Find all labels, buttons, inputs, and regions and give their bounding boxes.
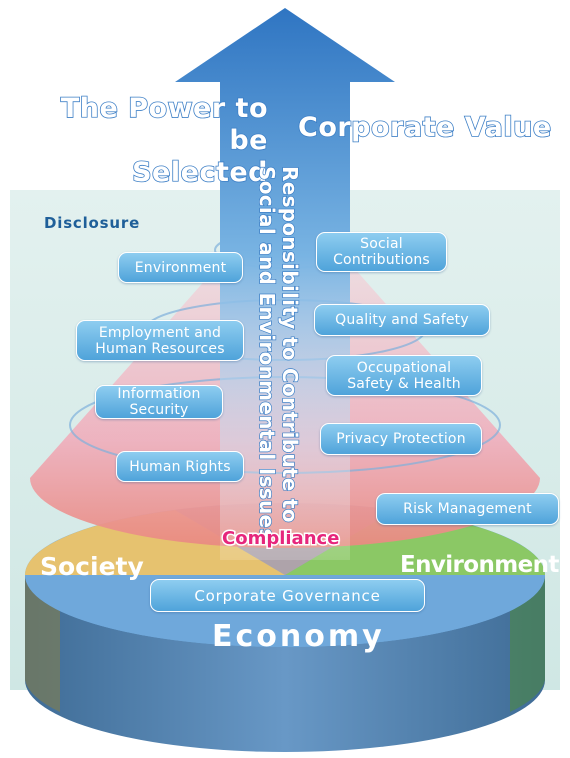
pill-privacy-protection: Privacy Protection [320, 423, 482, 455]
compliance-label: Compliance [220, 527, 340, 551]
economy-label: Economy [212, 619, 385, 654]
pill-human-rights: Human Rights [116, 451, 244, 482]
pill-environment: Environment [118, 252, 243, 283]
pill-corporate-governance: Corporate Governance [150, 579, 425, 612]
base-side-right [510, 575, 545, 712]
pill-occupational-safety-health: Occupational Safety & Health [326, 355, 482, 396]
pill-quality-safety: Quality and Safety [314, 304, 490, 336]
society-label: Society [40, 552, 144, 581]
environment-label: Environment [400, 552, 559, 578]
disclosure-label: Disclosure [44, 214, 141, 232]
headline-corporate-value: Corporate Value [297, 111, 552, 144]
pill-information-security: Information Security [95, 385, 223, 419]
pill-employment-human-resources: Employment and Human Resources [76, 320, 244, 361]
pill-social-contributions: Social Contributions [316, 232, 447, 272]
headline-power-selected: The Power to be Selected [60, 92, 268, 189]
base-side-left [25, 575, 60, 712]
big-arrow [175, 8, 395, 560]
pill-risk-management: Risk Management [376, 493, 559, 525]
vertical-responsibility-text: Responsibility to Contribute to Social a… [254, 165, 302, 541]
